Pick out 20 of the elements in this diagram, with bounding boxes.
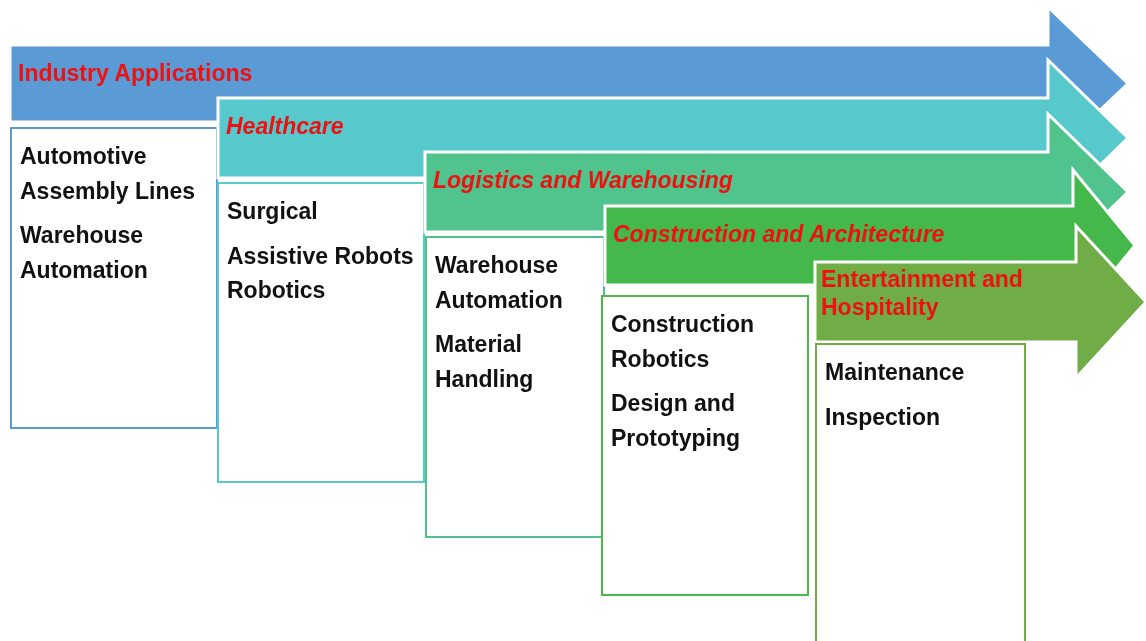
category-heading: Construction and Architecture (613, 220, 945, 249)
list-item: Warehouse Automation (435, 251, 564, 315)
category-heading: Entertainment and Hospitality (821, 265, 1024, 322)
list-item: Surgical (227, 197, 319, 226)
category-heading: Logistics and Warehousing (433, 166, 733, 195)
list-item: Inspection (825, 402, 941, 432)
content-box (10, 127, 218, 429)
content-box (815, 343, 1026, 641)
list-item: Assistive Robots Robotics (227, 241, 415, 305)
list-item: Warehouse Automation (20, 221, 149, 285)
list-item: Construction Robotics (611, 310, 756, 374)
category-heading: Healthcare (226, 112, 344, 141)
content-box (601, 295, 809, 596)
list-item: Maintenance (825, 358, 966, 387)
category-heading: Industry Applications (18, 59, 253, 88)
list-item: Automotive Assembly Lines (20, 142, 197, 206)
list-item: Material Handling (435, 330, 535, 394)
list-item: Design and Prototyping (611, 389, 742, 453)
content-box (425, 236, 605, 538)
content-box (217, 182, 425, 483)
